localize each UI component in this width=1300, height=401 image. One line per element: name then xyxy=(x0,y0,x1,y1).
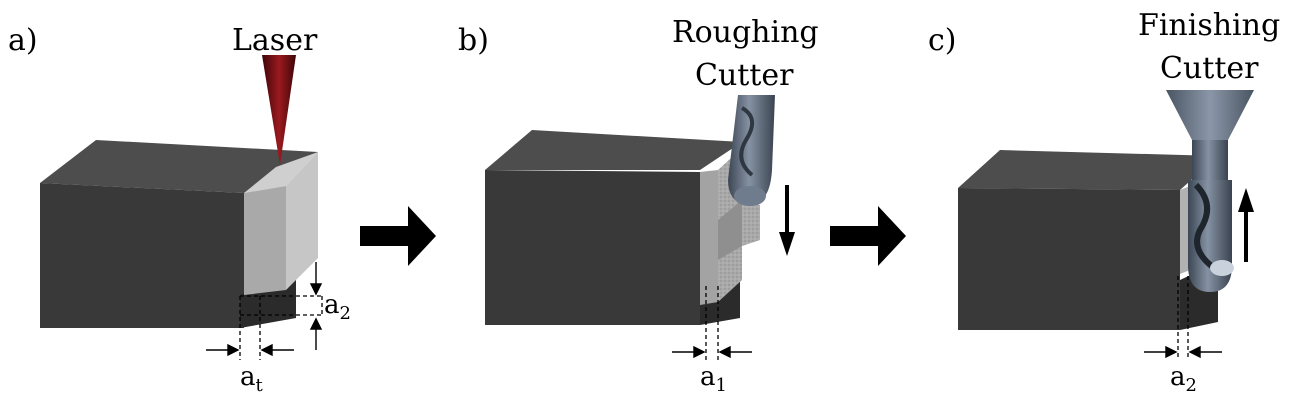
panel-b-letter: b) xyxy=(458,23,489,58)
panel-c: c) Finishing Cutter xyxy=(928,8,1280,396)
panel-c-block-front xyxy=(958,188,1180,330)
panel-c-letter: c) xyxy=(928,23,957,58)
panel-b-block-top xyxy=(485,130,742,170)
panel-a-title: Laser xyxy=(232,23,318,58)
panel-b-dim-a1: a1 xyxy=(700,362,727,396)
panel-a-dim-arrows-vertical xyxy=(309,262,323,350)
panel-a-layer-top xyxy=(244,152,318,193)
panel-c-layer-front xyxy=(1180,186,1190,274)
panel-a-dim-at: at xyxy=(240,362,264,396)
panel-a-block-top xyxy=(40,140,318,193)
panel-c-dim-box xyxy=(1177,276,1189,360)
panel-b-block-front xyxy=(485,170,700,325)
panel-a-dim-arrows-horizontal xyxy=(206,343,294,357)
feed-direction-down-icon xyxy=(779,185,795,256)
panel-a-letter: a) xyxy=(8,23,38,58)
panel-c-dim-arrows xyxy=(1144,345,1222,359)
panel-b-title-line-1: Roughing xyxy=(672,15,819,50)
panel-c-block-top xyxy=(958,150,1218,190)
panel-c-title-line-2: Cutter xyxy=(1160,51,1259,86)
process-arrow-icon xyxy=(830,206,906,266)
panel-b-layer-step xyxy=(718,200,742,260)
panel-b-layer-front xyxy=(700,170,718,305)
panel-b: b) Roughing Cutter xyxy=(458,15,819,396)
panel-b-dim-arrows xyxy=(672,345,752,359)
panel-c-dim-a2: a2 xyxy=(1170,362,1197,396)
feed-direction-up-icon xyxy=(1238,188,1254,262)
process-arrow-icon xyxy=(360,206,436,266)
laser-beam-icon xyxy=(262,55,296,165)
panel-a-dim-box xyxy=(239,295,323,360)
panel-a-layer-side xyxy=(286,152,318,290)
panel-c-title-line-1: Finishing xyxy=(1138,8,1280,43)
roughing-cutter-icon xyxy=(728,95,775,206)
panel-b-dim-box xyxy=(705,286,719,360)
panel-b-title-line-2: Cutter xyxy=(695,58,794,93)
finishing-cutter-icon xyxy=(1166,90,1254,292)
panel-a: a) Laser xyxy=(8,23,351,396)
panel-a-layer-front xyxy=(244,186,286,295)
panel-a-block-front xyxy=(40,183,244,328)
panel-a-dim-a2: a2 xyxy=(324,290,351,324)
